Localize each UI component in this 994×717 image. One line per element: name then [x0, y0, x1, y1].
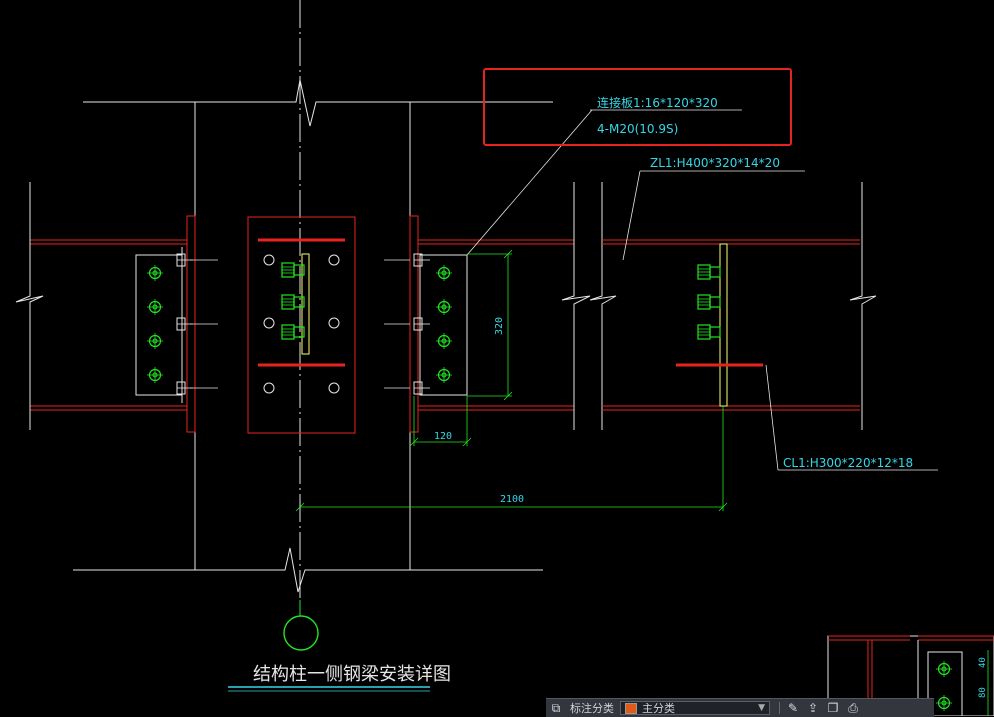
secondary-beam-label[interactable]: CL1:H300*220*12*18 [783, 456, 913, 470]
layer-label: 标注分类 [570, 702, 614, 715]
grid-axis-bubble [283, 615, 319, 651]
drawing-title[interactable]: 结构柱一侧钢梁安装详图 [253, 664, 451, 685]
column [73, 0, 553, 612]
left-beam [15, 182, 218, 430]
dim-span[interactable]: 2100 [500, 494, 524, 505]
leader-lines [466, 109, 938, 471]
export-icon[interactable]: ⇪ [807, 701, 819, 715]
chevron-down-icon: ▼ [758, 703, 765, 713]
layer-dropdown[interactable]: 主分类 ▼ [620, 701, 770, 715]
bolt-spec-label[interactable]: 4-M20(10.9S) [597, 122, 678, 136]
mini-dim-40: 40 [978, 657, 988, 668]
copy-icon[interactable]: ❐ [827, 701, 839, 715]
dimension-lines [295, 249, 728, 512]
connection-plate-label[interactable]: 连接板1:16*120*320 [597, 95, 718, 110]
main-beam-label[interactable]: ZL1:H400*320*14*20 [650, 156, 780, 170]
highlight-callout-box [483, 68, 792, 146]
layer-selected-value: 主分类 [642, 702, 675, 715]
edit-icon[interactable]: ✎ [787, 701, 799, 715]
layer-manager-icon[interactable]: ⧉ [551, 700, 561, 715]
dim-plate-width[interactable]: 120 [434, 431, 452, 442]
right-beam [384, 182, 591, 430]
print-icon[interactable]: ⎙ [848, 700, 858, 715]
layer-toolbar: ⧉ 标注分类 主分类 ▼ ✎ ⇪ ❐ ⎙ [546, 698, 934, 717]
mini-dim-80: 80 [978, 687, 988, 698]
far-right-beam [589, 182, 877, 430]
center-plate [247, 216, 356, 434]
layer-color-swatch [625, 702, 637, 714]
dim-plate-height[interactable]: 320 [494, 317, 505, 335]
